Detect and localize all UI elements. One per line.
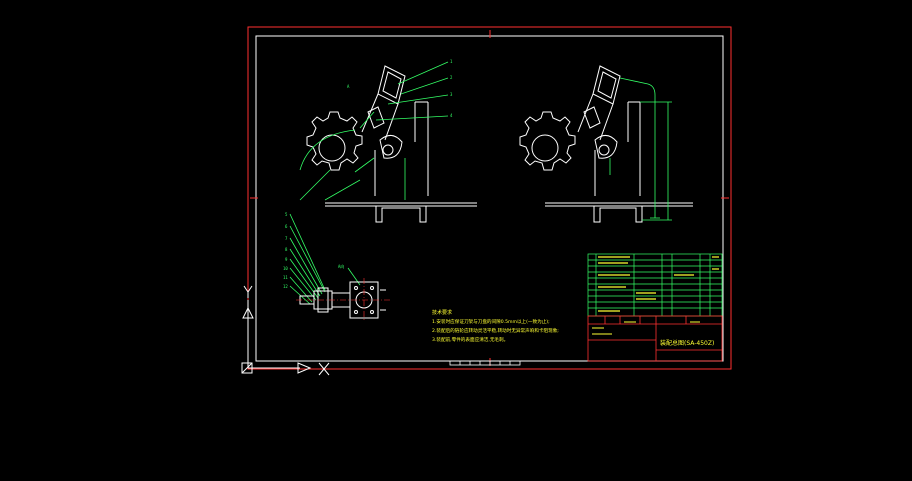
title-block-small-marks [592,321,700,335]
svg-text:A: A [347,84,350,89]
detail-balloon-labels: 5 6 7 8 9 10 11 12 A向 [283,212,344,289]
detail-centerline [296,278,392,322]
left-assembly-view: 1 2 3 4 A [299,59,477,223]
svg-text:5: 5 [285,212,288,217]
svg-text:3: 3 [450,92,453,97]
ucs-x-axis-label: X [0,0,1,1]
svg-text:2: 2 [450,75,453,80]
detail-view-a: 5 6 7 8 9 10 11 12 A向 [283,212,392,322]
right-assembly-view [519,65,693,223]
tech-requirement-2: 2.装配后的链轮应转动灵活平稳,转动时无异常声响和卡阻现象; [432,327,559,334]
outer-sheet-border [247,26,732,370]
parts-list-text-marks [598,256,719,312]
right-dimension-lines [609,77,672,221]
ucs-y-axis-label: Y [0,0,1,1]
svg-text:1: 1 [450,59,453,64]
svg-text:10: 10 [283,266,288,271]
left-cutter-holder [361,65,429,196]
left-base-channel [325,202,477,223]
left-balloon-labels: 1 2 3 4 A [347,59,453,118]
title-block [587,315,723,362]
technical-requirements: 技术要求 1.安装时应保证刀架与刀盘的间隙0.5mm以上(一致为止); 2.装配… [432,309,559,343]
tech-requirement-1: 1.安装时应保证刀架与刀盘的间隙0.5mm以上(一致为止); [432,318,550,325]
left-sprocket [306,111,363,171]
detail-leader-fan [289,213,361,305]
parts-list-table [587,253,723,317]
svg-text:9: 9 [285,257,288,262]
svg-text:6: 6 [285,224,288,229]
tech-requirement-3: 3.装配前,零件的表面应清洁,无毛刺。 [432,336,508,343]
right-base-channel [545,202,693,223]
title-block-drawing-name: 装配总图(SA-450Z) [660,339,714,347]
tech-requirements-heading: 技术要求 [432,309,452,316]
right-cutter-holder [577,65,641,196]
right-sprocket [519,111,576,171]
zone-scale-bar [449,360,521,366]
svg-text:8: 8 [285,247,288,252]
left-leader-lines [299,61,449,201]
svg-text:12: 12 [283,284,288,289]
svg-text:A向: A向 [338,263,344,269]
ucs-icon: Y X [0,0,330,376]
svg-text:4: 4 [450,113,453,118]
svg-text:11: 11 [283,275,288,280]
svg-text:7: 7 [285,236,288,241]
